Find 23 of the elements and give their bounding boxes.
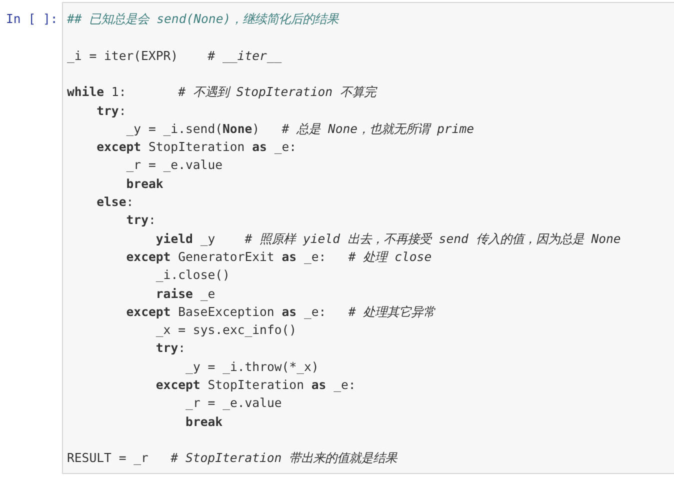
code-line: break	[186, 414, 223, 431]
code-line: try:	[126, 212, 156, 230]
code-line: _y = _i.throw(*_x)	[186, 358, 319, 376]
code-line: RESULT = _r # StopIteration 带出来的值就是结果	[67, 450, 398, 468]
code-line: try:	[156, 340, 186, 358]
code-line: _x = sys.exc_info()	[156, 322, 297, 340]
code-line: yield _y # 照原样 yield 出去，不再接受 send 传入的值，因为总是 None	[156, 230, 621, 248]
code-line: _r = _e.value	[186, 395, 282, 412]
code-line: _i = iter(EXPR) # __iter__	[67, 48, 282, 65]
code-comment: ## 已知总是会 send(None)，继续简化后的结果	[67, 11, 339, 28]
code-line: while 1: # 不遇到 StopIteration 不算完	[67, 84, 376, 102]
code-line: else:	[96, 194, 134, 211]
code-line: except StopIteration as _e:	[96, 139, 297, 156]
code-line: except BaseException as _e: # 处理其它异常	[126, 304, 436, 321]
code-line: break	[126, 176, 164, 193]
code-line: _i.close()	[156, 267, 230, 284]
code-line: _r = _e.value	[126, 157, 223, 174]
code-line: try:	[96, 102, 126, 120]
code-line: except GeneratorExit as _e: # 处理 close	[126, 248, 432, 266]
prompt-label: In [ ]:	[6, 11, 58, 28]
code-line: raise _e	[156, 286, 216, 302]
code-line: except StopIteration as _e:	[156, 377, 356, 394]
code-line: _y = _i.send(None) # 总是 None，也就无所谓 prime	[126, 120, 474, 138]
